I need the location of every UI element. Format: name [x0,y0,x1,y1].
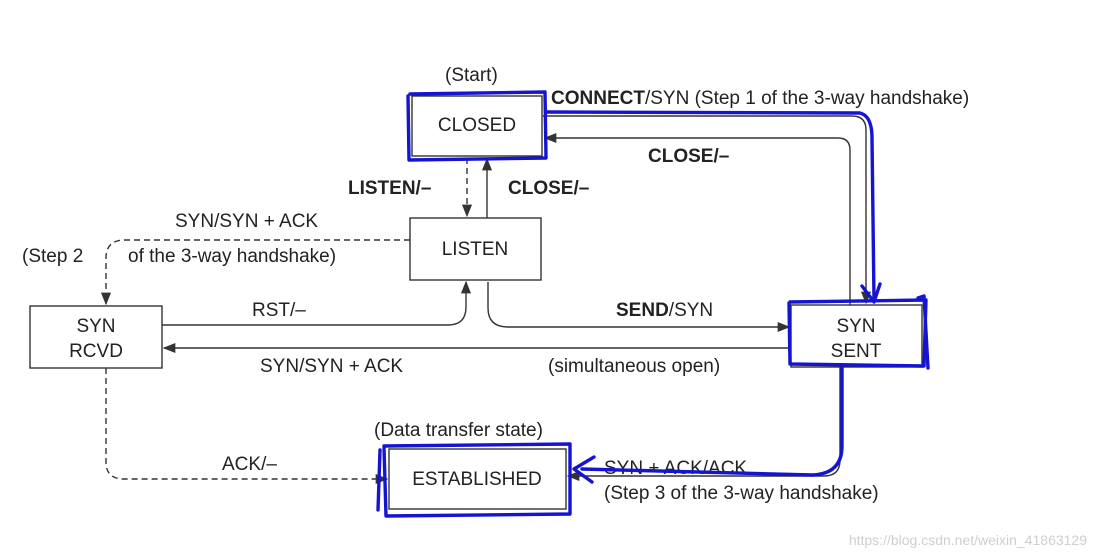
label-rst: RST/– [252,300,306,321]
state-listen: LISTEN [409,217,542,281]
pen-syn-sent-box [787,298,928,368]
edge-listen-to-syn-rcvd [100,239,410,306]
state-syn-sent: SYN SENT [790,304,923,368]
label-close-right: CLOSE/– [648,146,729,167]
pen-established-box [382,442,572,518]
state-established-box [388,448,567,510]
edge-listen-to-syn-sent [487,282,791,333]
state-syn-sent-label-2: SENT [831,341,882,362]
watermark: https://blog.csdn.net/weixin_41863129 [848,532,1087,548]
pen-established-tick [376,448,382,512]
pen-handshake-arrowhead [572,455,596,484]
state-syn-rcvd-label-1: SYN [76,316,115,337]
edge-closed-to-syn-sent [543,115,872,305]
label-step3: (Step 3 of the 3-way handshake) [604,483,879,504]
pen-syn-sent-overshoot [916,294,930,370]
state-closed-label: CLOSED [438,115,516,136]
state-listen-label: LISTEN [442,239,509,260]
edge-syn-sent-to-closed [543,132,851,305]
state-established: ESTABLISHED [388,448,567,510]
label-step2-a: (Step 2 [22,246,83,267]
label-connect: CONNECT/SYN (Step 1 of the 3-way handsha… [551,88,969,109]
label-start: (Start) [445,65,498,86]
label-ack: ACK/– [222,454,277,475]
label-connect-bold: CONNECT [551,88,645,109]
state-closed: CLOSED [411,95,543,157]
state-closed-box [411,95,543,157]
label-send-bold: SEND [616,300,669,321]
pen-handshake-path [580,366,844,477]
state-established-label: ESTABLISHED [412,469,542,490]
state-syn-sent-box [790,304,923,368]
label-close-center: CLOSE/– [508,178,589,199]
label-simultaneous: (simultaneous open) [548,356,720,377]
state-syn-rcvd-box [29,305,163,369]
label-syn-synack-mid: SYN/SYN + ACK [260,356,403,377]
label-send: SEND/SYN [616,300,713,321]
label-send-rest: /SYN [669,300,713,321]
label-syn-synack-top: SYN/SYN + ACK [175,211,318,232]
label-connect-rest: /SYN (Step 1 of the 3-way handshake) [645,88,969,109]
label-data-transfer: (Data transfer state) [374,420,543,441]
edge-syn-rcvd-to-established [105,368,389,485]
state-syn-rcvd-label-2: RCVD [69,341,123,362]
label-listen: LISTEN/– [348,178,431,199]
state-listen-box [409,217,542,281]
pen-closed-box [406,90,548,162]
label-step2-b: of the 3-way handshake) [128,246,336,267]
state-syn-rcvd: SYN RCVD [29,305,163,369]
state-syn-sent-label-1: SYN [836,316,875,337]
pen-connect-path [544,110,876,302]
edge-syn-rcvd-to-listen [162,280,472,326]
blue-annotation [376,90,930,518]
